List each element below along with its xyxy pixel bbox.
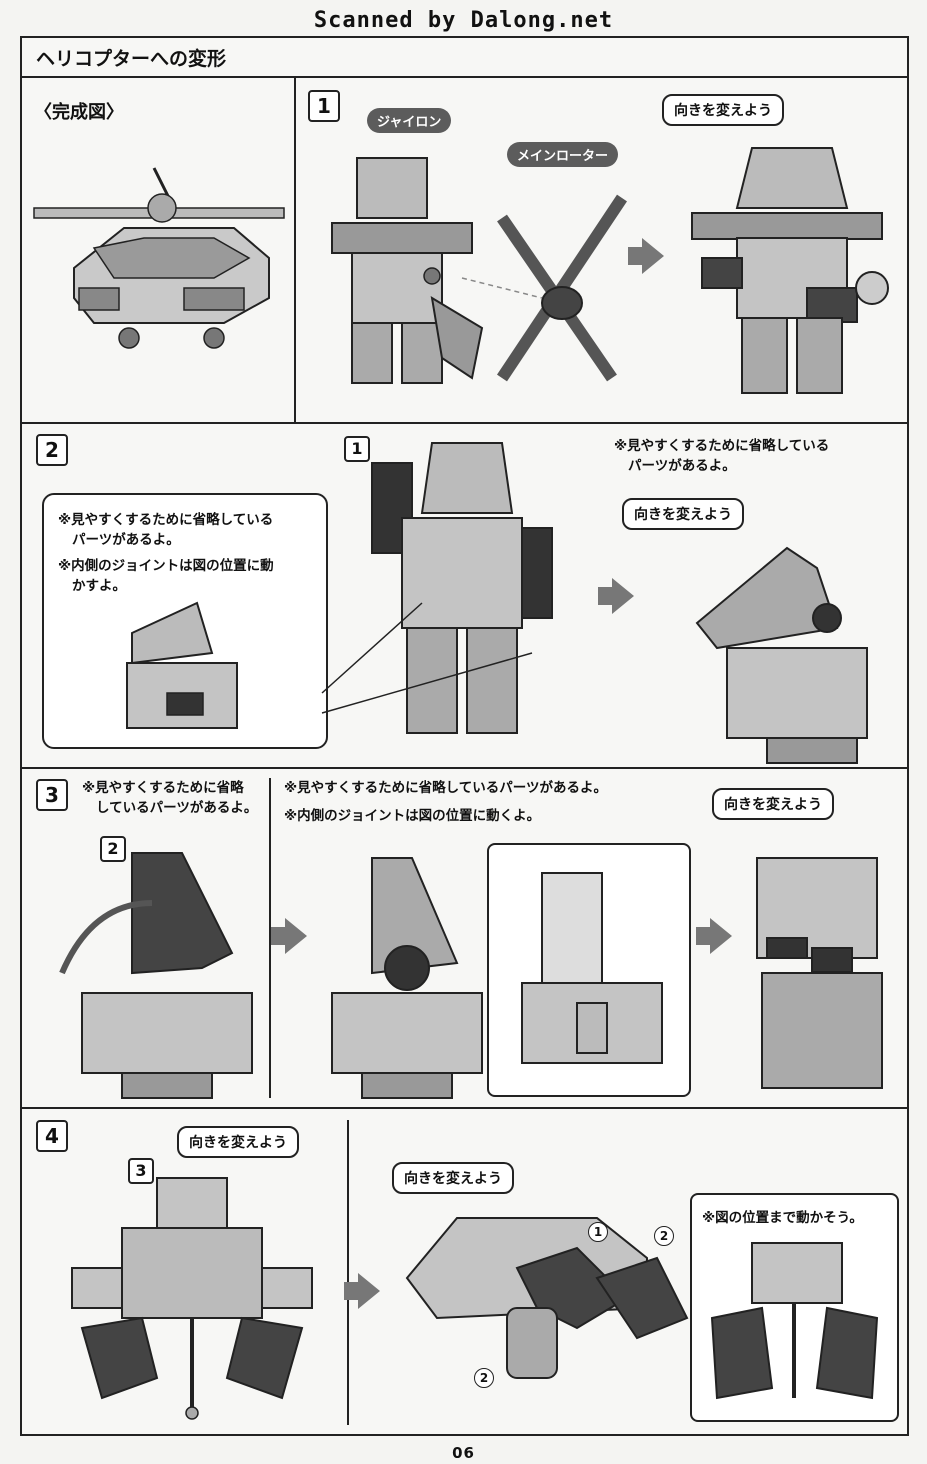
next-arrow [628,238,664,274]
title-row: ヘリコプターへの変形 [22,38,907,78]
turn-bubble-step2: 向きを変えよう [622,498,744,530]
step4-inset-note: ※図の位置まで動かそう。 [702,1210,863,1226]
circled-number-2: 2 [654,1226,674,1246]
turn-bubble-step4-left: 向きを変えよう [177,1126,299,1158]
arm-illustration-step3-b [331,857,483,1099]
step3-note-a-1: ※見やすくするために省略 [82,780,244,796]
gyro-label: ジャイロン [367,108,452,133]
instruction-page: ヘリコプターへの変形 〈完成図〉 1 ジャイロン メインローター 向きを変えよう [20,36,909,1436]
robot-top-view-illustration [71,1177,313,1420]
main-rotor-illustration [461,194,627,382]
turn-bubble-step1: 向きを変えよう [662,94,784,126]
step-number-3: 3 [36,779,68,811]
step2-note-1: ※見やすくするために省略している [58,512,274,528]
section-title: ヘリコプターへの変形 [36,48,227,70]
step-number-4: 4 [36,1120,68,1152]
completed-helicopter-illustration [33,167,285,349]
step4-reference-step: 3 [128,1158,154,1184]
robot-turned-illustration-step3 [756,857,883,1089]
next-arrow [344,1273,380,1309]
step2-right-note-1: ※見やすくするために省略している [614,438,830,454]
robot-illustration-step2 [321,442,553,734]
step2-right-note-2: パーツがあるよ。 [628,458,736,474]
next-arrow [696,918,732,954]
robot-illustration-step1 [331,157,484,384]
scan-watermark: Scanned by Dalong.net [313,8,614,33]
divider [269,778,271,1098]
step-number-1: 1 [308,90,340,122]
main-rotor-label: メインローター [507,142,619,167]
step-number-2: 2 [36,434,68,466]
step3-reference-step: 2 [100,836,126,862]
step3-note-b-1: ※見やすくするために省略しているパーツがあるよ。 [284,780,607,796]
robot-turned-illustration-step2 [695,546,868,764]
divider [294,78,296,422]
helicopter-side-illustration [405,1217,689,1379]
step3-note-b-2: ※内側のジョイントは図の位置に動くよ。 [284,808,541,824]
turn-bubble-step3: 向きを変えよう [712,788,834,820]
step3-panel [22,767,907,1107]
turn-bubble-step4-mid: 向きを変えよう [392,1162,514,1194]
next-arrow [598,578,634,614]
circled-number-2-lower: 2 [474,1368,494,1388]
step4-panel [22,1107,907,1436]
divider [347,1120,349,1425]
step3-note-a-2: しているパーツがあるよ。 [96,800,258,816]
step2-note-2: パーツがあるよ。 [72,532,180,548]
step2-reference-step: 1 [344,436,370,462]
arm-illustration-step3-a [59,852,253,1099]
step2-panel [22,422,907,767]
robot-turned-illustration-step1 [691,147,889,394]
completed-label: 〈完成図〉 [34,102,124,123]
step2-callout-detail [126,601,238,729]
next-arrow [271,918,307,954]
step2-note-4: かすよ。 [72,578,126,594]
page-number: 06 [452,1444,475,1462]
inset-joint-illustration [710,1242,879,1400]
step2-note-3: ※内側のジョイントは図の位置に動 [58,558,274,574]
inner-joint-illustration [521,872,663,1064]
circled-number-1: 1 [588,1222,608,1242]
